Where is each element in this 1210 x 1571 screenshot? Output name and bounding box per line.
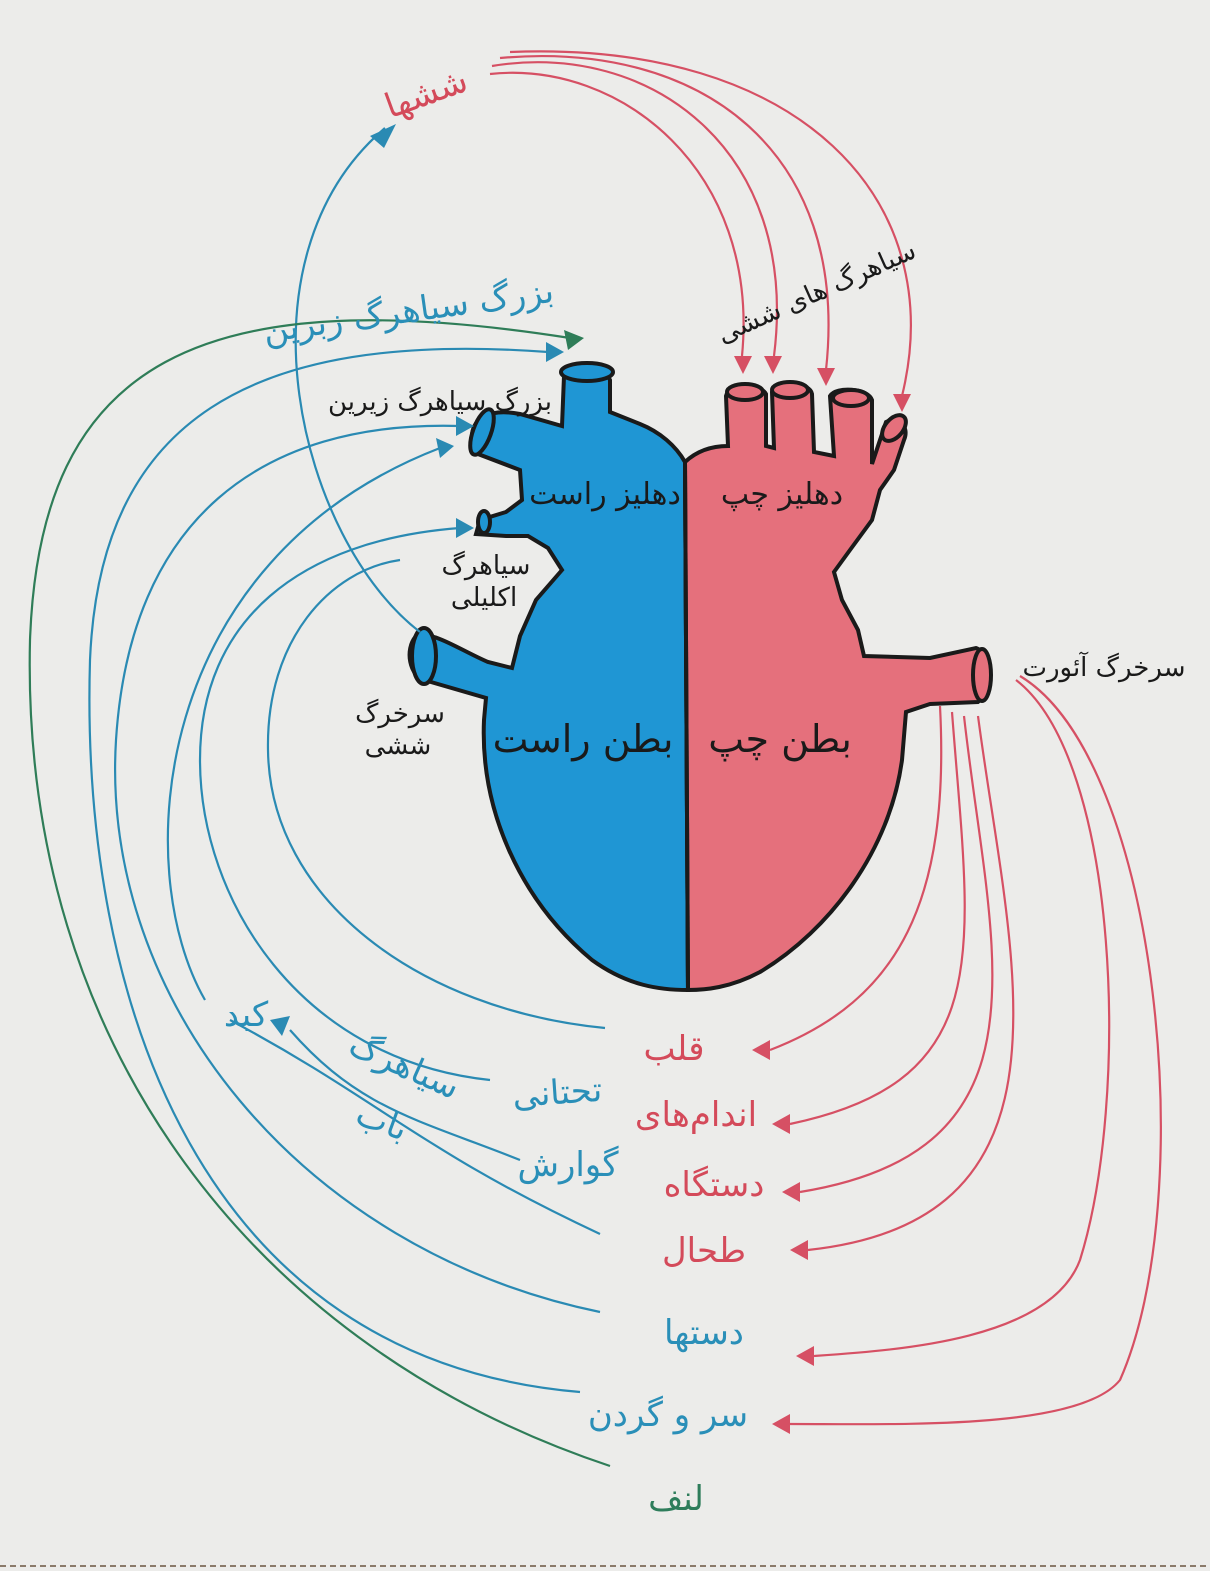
aorta-to-lower-limbs xyxy=(789,711,966,1126)
right-atrium-label: دهلیز راست xyxy=(529,477,681,512)
pulmonary-artery-label-1: سرخرگ xyxy=(355,698,445,729)
digestive-prefix-label: گوارش xyxy=(517,1145,619,1185)
spleen-return-line xyxy=(229,1019,601,1235)
right-heart-chamber xyxy=(407,367,691,993)
head-neck-label: سر و گردن xyxy=(588,1395,748,1435)
portal-vein-label-2: باب xyxy=(351,1094,413,1149)
heart-organ-label: قلب xyxy=(644,1029,705,1069)
spleen-label: طحال xyxy=(662,1231,746,1271)
lower-limbs-return-line xyxy=(198,526,491,1082)
arms-label: دستها xyxy=(664,1313,744,1353)
aorta-to-arms xyxy=(813,679,1111,1358)
pulmonary-vein-line-2 xyxy=(491,61,779,357)
coronary-vein-label-1: سیاهرگ xyxy=(442,550,531,581)
digestive-return-line xyxy=(289,1029,521,1162)
portal-vein-label-1: سیاهرگ xyxy=(343,1024,465,1108)
aorta-to-head-neck xyxy=(789,675,1162,1426)
pulmonary-vein-line-3 xyxy=(499,55,830,371)
aorta-label: سرخرگ آئورت xyxy=(1022,651,1185,683)
digestive-label: دستگاه xyxy=(664,1165,765,1205)
lower-limbs-label: اندام‌های xyxy=(635,1095,757,1135)
lungs-label: ششها xyxy=(380,60,473,127)
right-ventricle-label: بطن راست xyxy=(493,717,674,762)
liver-return-line xyxy=(166,446,441,1001)
head-neck-return-line xyxy=(88,347,581,1394)
pulmonary-artery-line xyxy=(294,127,421,633)
superior-vena-cava-label: بزرگ سیاهرگ زبرین xyxy=(261,271,557,351)
left-heart-chamber xyxy=(682,382,989,993)
aorta-to-spleen xyxy=(807,715,1015,1252)
lymph-label: لنف xyxy=(648,1479,704,1519)
left-ventricle-label: بطن چپ xyxy=(708,717,852,762)
inferior-vena-cava-label: بزرگ سیاهرگ زیرین xyxy=(328,386,552,417)
lymph-line xyxy=(28,319,611,1468)
aorta-to-heart xyxy=(769,705,943,1052)
heart-return-line xyxy=(266,558,606,1030)
arms-return-line xyxy=(114,424,601,1314)
coronary-vein-label-2: اکلیلی xyxy=(451,583,517,613)
pulmonary-vein-line-4 xyxy=(509,50,912,397)
aorta-to-digestive xyxy=(799,715,994,1194)
left-atrium-label: دهلیز چپ xyxy=(721,477,843,512)
heart xyxy=(407,361,993,993)
pulmonary-vein-line-1 xyxy=(489,71,745,357)
pulmonary-veins-label: سیاهرگ های ششی xyxy=(712,235,920,350)
pulmonary-artery-label-2: ششی xyxy=(365,731,432,761)
liver-label: کبد xyxy=(224,995,269,1035)
lower-limbs-prefix-label: تحتانی xyxy=(511,1070,603,1116)
